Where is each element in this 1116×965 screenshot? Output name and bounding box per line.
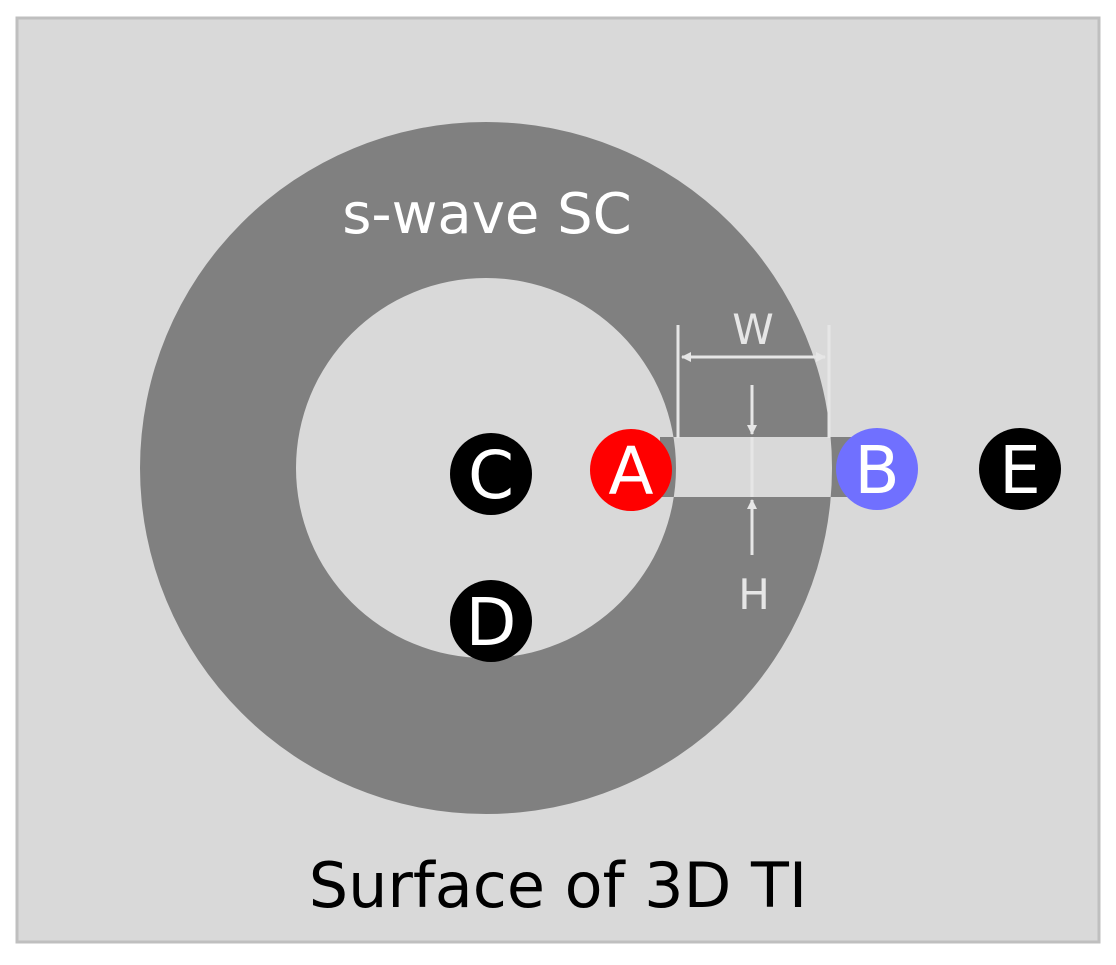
superconductor-label: s-wave SC — [342, 182, 632, 247]
point-e-label: E — [999, 432, 1041, 509]
height-label: H — [738, 570, 770, 619]
width-label: W — [732, 305, 774, 354]
point-b-label: B — [854, 432, 899, 509]
point-e: E — [979, 428, 1061, 510]
height-dimension: H — [738, 385, 770, 619]
point-e-marker — [979, 428, 1061, 510]
superconductor-ring — [140, 122, 900, 814]
point-d-marker — [450, 580, 532, 662]
width-dimension: W — [676, 305, 831, 438]
point-a: A — [590, 429, 672, 511]
surface-caption: Surface of 3D TI — [309, 849, 807, 922]
point-d-label: D — [466, 584, 517, 661]
point-a-marker — [590, 429, 672, 511]
point-b: B — [836, 428, 918, 510]
point-b-marker — [836, 428, 918, 510]
point-c-marker — [450, 433, 532, 515]
point-c: C — [450, 433, 532, 515]
point-d: D — [450, 580, 532, 662]
point-c-label: C — [468, 437, 514, 514]
point-a-label: A — [608, 433, 653, 510]
